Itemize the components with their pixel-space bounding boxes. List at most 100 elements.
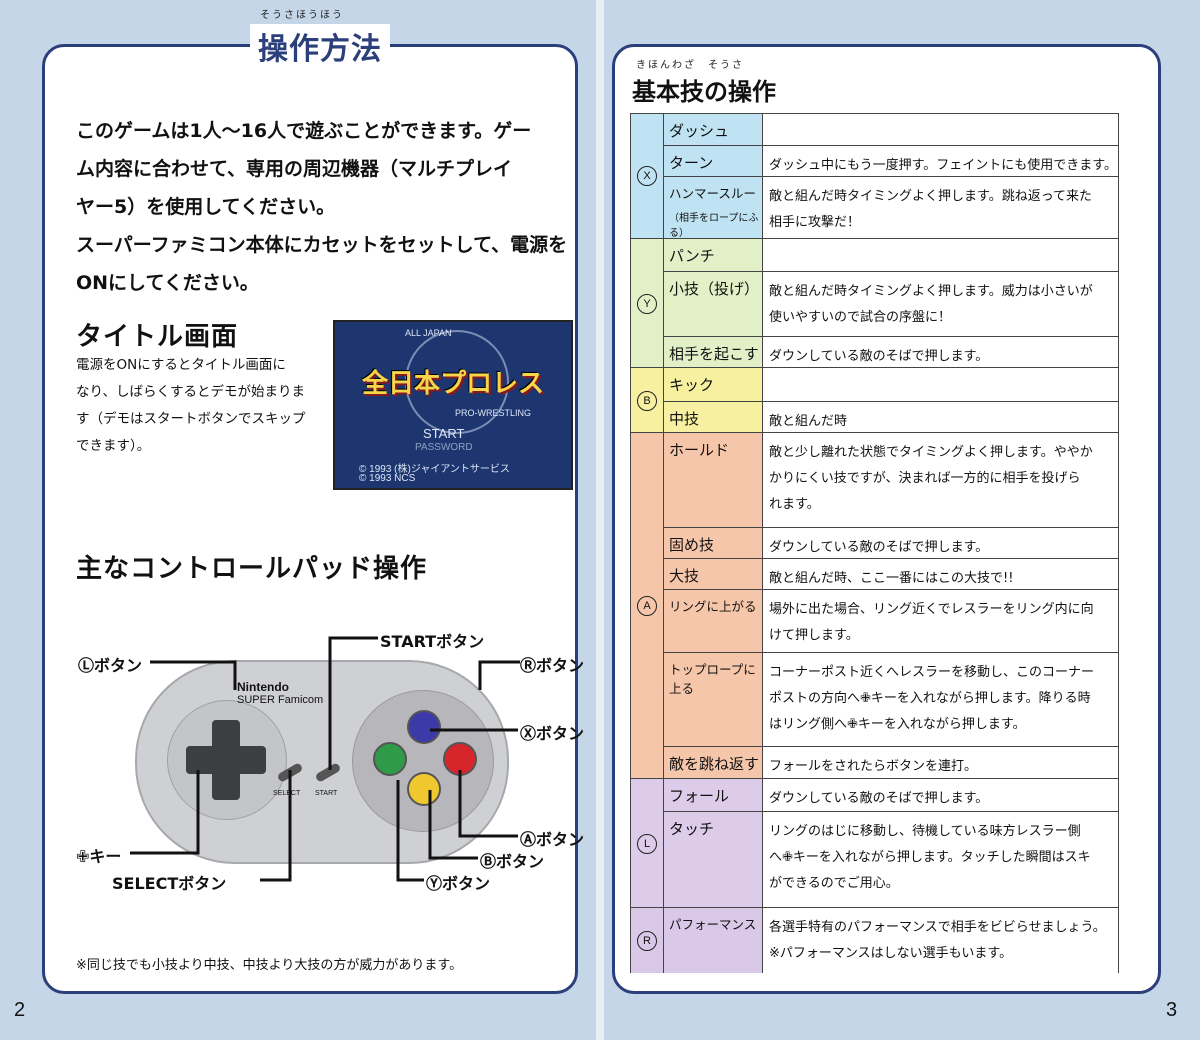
intro-line: ONにしてください。 bbox=[76, 272, 259, 294]
y-button-icon bbox=[373, 742, 407, 776]
move-row: キック bbox=[663, 368, 1118, 401]
move-description-line: 場外に出た場合、リング近くでレスラーをリング内に向 bbox=[769, 602, 1094, 617]
select-label: SELECT bbox=[273, 790, 301, 797]
move-description-line: ダッシュ中にもう一度押す。フェイントにも使用できます。 bbox=[769, 158, 1118, 173]
move-description-cell bbox=[763, 368, 1118, 401]
title-screen-line: できます）。 bbox=[76, 438, 151, 454]
button-group-r: R パフォーマンス各選手特有のパフォーマンスで相手をビビらせましょう。 ※パフォーマ… bbox=[631, 907, 1118, 973]
move-description-line: ※パフォーマンスはしない選手もいます。 bbox=[769, 946, 1013, 961]
move-name: リングに上がる bbox=[669, 599, 757, 614]
move-description-line: 相手に攻撃だ！ bbox=[769, 215, 861, 230]
move-name-cell: 中技 bbox=[663, 402, 763, 434]
move-row: リングに上がる場外に出た場合、リング近くでレスラーをリング内に向けて押します。 bbox=[663, 589, 1118, 653]
move-row: パフォーマンス各選手特有のパフォーマンスで相手をビビらせましょう。 ※パフォーマン… bbox=[663, 908, 1118, 973]
intro-line: ヤー5）を使用してください。 bbox=[76, 196, 336, 218]
move-description-line: ポストの方向へ✙キーを入れながら押します。降りる時 bbox=[769, 691, 1091, 706]
move-name: 大技 bbox=[669, 567, 700, 585]
brand-text: Nintendo bbox=[237, 680, 289, 694]
move-description-cell: 敵と組んだ時タイミングよく押します。跳ね返って来た相手に攻撃だ！ bbox=[763, 177, 1118, 239]
book-spine bbox=[596, 0, 604, 1040]
move-description-cell: ダッシュ中にもう一度押す。フェイントにも使用できます。 bbox=[763, 146, 1118, 177]
title-screen-image: ALL JAPAN 全日本プロレス PRO-WRESTLING START PA… bbox=[333, 320, 573, 490]
move-name: タッチ bbox=[669, 820, 715, 838]
move-description-line: れます。 bbox=[769, 497, 820, 512]
title-ruby: そうさほうほう bbox=[260, 10, 344, 21]
move-description-cell: ダウンしている敵のそばで押します。 bbox=[763, 779, 1118, 811]
table-title: 基本技の操作 bbox=[632, 78, 776, 106]
move-description-cell: 敵と組んだ時タイミングよく押します。威力は小さいが使いやすいので試合の序盤に！ bbox=[763, 272, 1118, 337]
move-description-cell: ダウンしている敵のそばで押します。 bbox=[763, 528, 1118, 559]
title-screen-paragraph: 電源をONにするとタイトル画面に なり、しばらくするとデモが始まりま す（デモは… bbox=[76, 352, 331, 460]
title-screen-heading: タイトル画面 bbox=[76, 322, 239, 352]
button-letter-cell: L bbox=[631, 779, 664, 908]
screenshot-copyright: © 1993 (株)ジャイアントサービス bbox=[359, 464, 510, 475]
move-row: タッチリングのはじに移動し、待機している味方レスラー側へ✙キーを入れながら押しま… bbox=[663, 811, 1118, 909]
move-description-line: ができるのでご用心。 bbox=[769, 876, 899, 891]
page-title: 操作方法 bbox=[250, 24, 390, 68]
start-label: START bbox=[315, 790, 338, 797]
move-row: パンチ bbox=[663, 239, 1118, 271]
move-description-line: 敵と組んだ時タイミングよく押します。威力は小さいが bbox=[769, 284, 1093, 299]
move-row: 大技敵と組んだ時、ここ一番にはこの大技で!! bbox=[663, 558, 1118, 590]
page-number-right: 3 bbox=[1166, 999, 1178, 1021]
l-button-callout: Ⓛボタン bbox=[78, 656, 143, 675]
button-group-l: L フォールダウンしている敵のそばで押します。タッチ リングのはじに移動し、待機して… bbox=[631, 778, 1118, 909]
move-name-cell: キック bbox=[663, 368, 763, 401]
move-name: 敵を跳ね返す bbox=[669, 755, 760, 773]
move-description-cell: フォールをされたらボタンを連打。 bbox=[763, 747, 1118, 780]
screenshot-subtitle: PRO-WRESTLING bbox=[455, 408, 532, 418]
table-title-ruby: きほんわざ そうさ bbox=[636, 60, 744, 71]
button-letter-cell: B bbox=[631, 368, 664, 433]
move-name: トップロープに上る bbox=[669, 662, 756, 696]
move-description-line: 各選手特有のパフォーマンスで相手をビビらせましょう。 bbox=[769, 920, 1106, 935]
move-name-cell: ハンマースルー（相手をロープにふる） bbox=[663, 177, 763, 239]
move-name: ダッシュ bbox=[669, 122, 730, 140]
move-row: 敵を跳ね返すフォールをされたらボタンを連打。 bbox=[663, 746, 1118, 780]
button-letter-cell: R bbox=[631, 908, 664, 973]
move-name-cell: フォール bbox=[663, 779, 763, 811]
a-button-icon bbox=[443, 742, 477, 776]
move-name-cell: 相手を起こす bbox=[663, 337, 763, 369]
button-x-icon: X bbox=[637, 166, 657, 186]
move-row: ハンマースルー（相手をロープにふる）敵と組んだ時タイミングよく押します。跳ね返っ… bbox=[663, 176, 1118, 239]
move-row: 中技敵と組んだ時 bbox=[663, 401, 1118, 434]
intro-line: このゲームは1人～16人で遊ぶことができます。ゲー bbox=[76, 120, 532, 142]
move-description-line: リングのはじに移動し、待機している味方レスラー側 bbox=[769, 824, 1081, 839]
move-description-line: 敵と少し離れた状態でタイミングよく押します。ややか bbox=[769, 445, 1093, 460]
title-screen-line: なり、しばらくするとデモが始まりま bbox=[76, 384, 305, 400]
start-button-callout: STARTボタン bbox=[380, 632, 485, 651]
move-description-line: 使いやすいので試合の序盤に！ bbox=[769, 310, 952, 325]
move-description-cell: 敵と少し離れた状態でタイミングよく押します。ややかかりにくい技ですが、決まれば一… bbox=[763, 433, 1118, 527]
move-description-line: コーナーポスト近くへレスラーを移動し、このコーナー bbox=[769, 665, 1095, 680]
move-name-cell: 敵を跳ね返す bbox=[663, 747, 763, 780]
intro-line: ム内容に合わせて、専用の周辺機器（マルチプレイ bbox=[76, 158, 513, 180]
move-description-line: ダウンしている敵のそばで押します。 bbox=[769, 540, 989, 555]
move-description-line: かりにくい技ですが、決まれば一方的に相手を投げら bbox=[769, 471, 1081, 486]
move-description-line: ダウンしている敵のそばで押します。 bbox=[769, 791, 989, 806]
move-name: 固め技 bbox=[669, 536, 715, 554]
move-row: 小技（投げ）敵と組んだ時タイミングよく押します。威力は小さいが使いやすいので試合… bbox=[663, 271, 1118, 337]
move-description-line: フォールをされたらボタンを連打。 bbox=[769, 759, 978, 774]
r-button-callout: Ⓡボタン bbox=[520, 656, 585, 675]
move-name: パフォーマンス bbox=[669, 917, 757, 932]
button-a-icon: A bbox=[637, 596, 657, 616]
move-name: 小技（投げ） bbox=[669, 280, 760, 298]
move-name: パンチ bbox=[669, 247, 715, 265]
move-row: トップロープに上るコーナーポスト近くへレスラーを移動し、このコーナーポストの方向… bbox=[663, 652, 1118, 747]
footnote: ※同じ技でも小技より中技、中技より大技の方が威力があります。 bbox=[76, 958, 463, 973]
move-description-cell: 敵と組んだ時 bbox=[763, 402, 1118, 434]
a-button-callout: Ⓐボタン bbox=[520, 830, 585, 849]
button-y-icon: Y bbox=[637, 293, 657, 314]
b-button-callout: Ⓑボタン bbox=[480, 852, 545, 871]
move-name-cell: トップロープに上る bbox=[663, 653, 763, 747]
move-description-line: はリング側へ✙キーを入れながら押します。 bbox=[769, 717, 1026, 732]
button-l-icon: L bbox=[637, 833, 657, 854]
move-name-cell: パンチ bbox=[663, 239, 763, 271]
button-r-icon: R bbox=[637, 930, 657, 951]
move-name-cell: パフォーマンス bbox=[663, 908, 763, 973]
button-b-icon: B bbox=[637, 390, 657, 411]
title-screen-line: 電源をONにするとタイトル画面に bbox=[76, 357, 286, 373]
screenshot-start-option: START bbox=[423, 426, 465, 441]
